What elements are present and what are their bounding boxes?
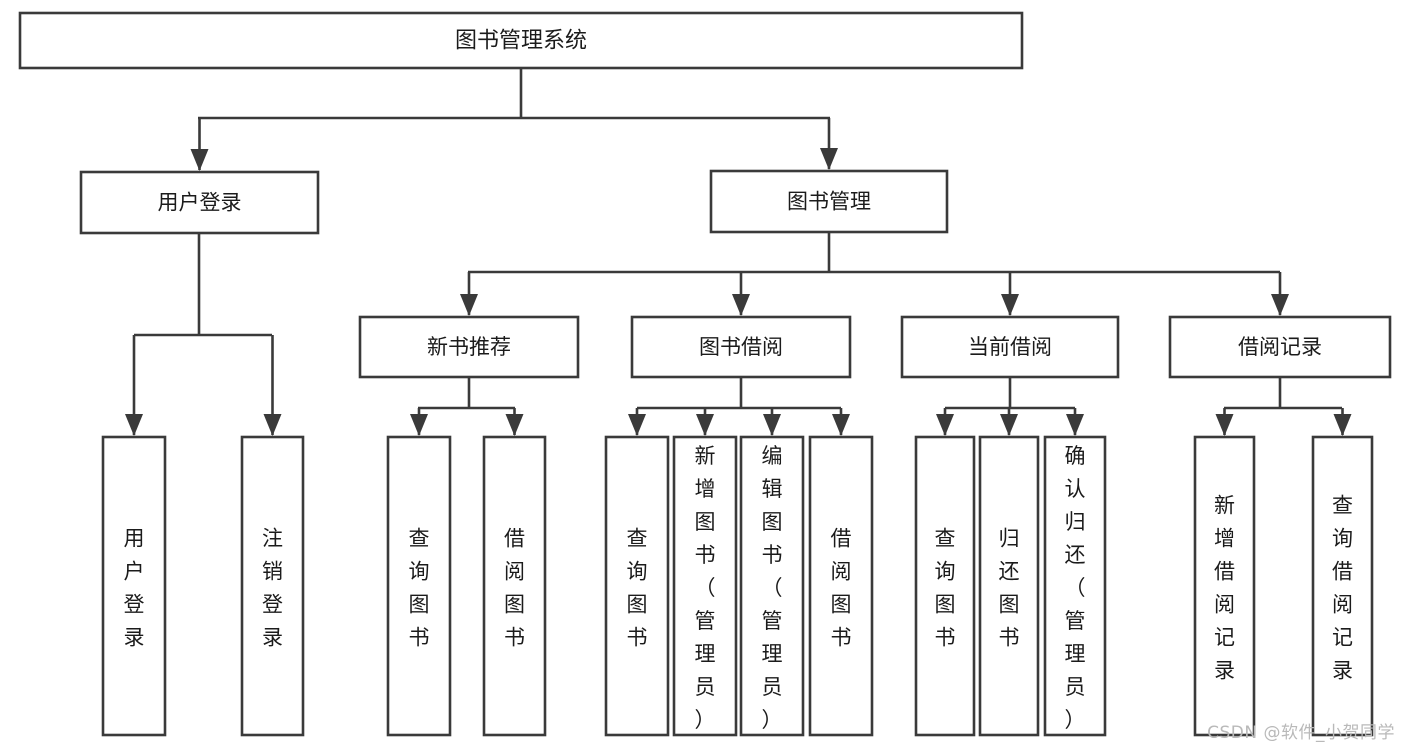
node-box-book-borrow: [630, 315, 852, 379]
records-bus-arrow-1: [1333, 414, 1352, 436]
node-borrow-records[interactable]: 借阅记录: [1168, 315, 1392, 379]
node-current-confirm-return[interactable]: 确认归还（管理员）: [1043, 435, 1107, 737]
node-box-borrow-query-book: [604, 435, 670, 737]
node-new-book-recommend[interactable]: 新书推荐: [358, 315, 580, 379]
node-box-recommend-borrow-book: [482, 435, 547, 737]
node-box-user-login: [79, 170, 320, 235]
node-recommend-query-book[interactable]: 查询图书: [386, 435, 452, 737]
node-label-current-return-book: 归还图书: [999, 527, 1020, 650]
node-label-user-login: 用户登录: [158, 191, 242, 215]
node-borrow-add-book[interactable]: 新增图书（管理员）: [672, 435, 738, 737]
csdn-watermark: CSDN @软件_小贺同学: [1207, 723, 1395, 743]
node-user-login[interactable]: 用户登录: [79, 170, 320, 235]
node-box-borrow-records: [1168, 315, 1392, 379]
node-box-records-query: [1311, 435, 1374, 737]
node-box-current-confirm-return: [1043, 435, 1107, 737]
node-book-borrow[interactable]: 图书借阅: [630, 315, 852, 379]
book-management-bus-arrow-3: [1271, 294, 1289, 316]
node-label-current-confirm-return: 确认归还（管理员）: [1065, 444, 1086, 732]
node-label-recommend-borrow-book: 借阅图书: [504, 527, 525, 650]
node-label-user-logout-leaf: 注销登录: [262, 527, 283, 650]
node-root[interactable]: 图书管理系统: [18, 11, 1024, 70]
node-user-logout-leaf[interactable]: 注销登录: [240, 435, 305, 737]
root-bus-arrow-1: [820, 148, 838, 170]
node-box-records-add: [1193, 435, 1256, 737]
recommend-bus-arrow-0: [410, 414, 428, 436]
node-box-user-logout-leaf: [240, 435, 305, 737]
book-borrow-bus-arrow-3: [832, 414, 850, 436]
connector-layer: [125, 68, 1352, 436]
records-bus-arrow-0: [1215, 414, 1234, 436]
node-label-book-management: 图书管理: [787, 190, 871, 214]
node-label-new-book-recommend: 新书推荐: [427, 335, 511, 359]
node-label-borrow-edit-book: 编辑图书（管理员）: [762, 444, 783, 732]
current-borrow-bus-arrow-1: [1000, 414, 1018, 436]
node-label-records-add: 新增借阅记录: [1214, 494, 1235, 683]
node-layer: 图书管理系统用户登录图书管理用户登录注销登录新书推荐查询图书借阅图书图书借阅查询…: [18, 11, 1392, 737]
node-records-add[interactable]: 新增借阅记录: [1193, 435, 1256, 737]
node-recommend-borrow-book[interactable]: 借阅图书: [482, 435, 547, 737]
node-borrow-edit-book[interactable]: 编辑图书（管理员）: [739, 435, 805, 737]
node-current-query-book[interactable]: 查询图书: [914, 435, 976, 737]
user-login-bus-arrow-0: [125, 414, 143, 436]
book-management-bus-arrow-0: [460, 294, 478, 316]
node-current-return-book[interactable]: 归还图书: [978, 435, 1040, 737]
node-box-user-login-leaf: [101, 435, 167, 737]
node-label-borrow-add-book: 新增图书（管理员）: [695, 444, 716, 732]
node-records-query[interactable]: 查询借阅记录: [1311, 435, 1374, 737]
node-label-borrow-records: 借阅记录: [1238, 335, 1322, 359]
book-management-bus-arrow-2: [1001, 294, 1019, 316]
book-borrow-bus-arrow-1: [696, 414, 714, 436]
node-box-root: [18, 11, 1024, 70]
node-box-current-query-book: [914, 435, 976, 737]
node-label-records-query: 查询借阅记录: [1332, 494, 1353, 683]
node-box-recommend-query-book: [386, 435, 452, 737]
user-login-bus-arrow-1: [263, 414, 282, 436]
node-label-root: 图书管理系统: [455, 29, 587, 54]
node-box-current-return-book: [978, 435, 1040, 737]
node-box-current-borrow: [900, 315, 1120, 379]
node-label-borrow-borrow-book: 借阅图书: [831, 527, 852, 650]
node-borrow-query-book[interactable]: 查询图书: [604, 435, 670, 737]
current-borrow-bus-arrow-0: [936, 414, 954, 436]
node-box-book-management: [709, 169, 949, 234]
node-user-login-leaf[interactable]: 用户登录: [101, 435, 167, 737]
node-borrow-borrow-book[interactable]: 借阅图书: [808, 435, 874, 737]
root-bus-arrow-0: [190, 149, 209, 171]
recommend-bus-arrow-1: [505, 414, 524, 436]
book-borrow-bus-arrow-2: [763, 414, 781, 436]
node-book-management[interactable]: 图书管理: [709, 169, 949, 234]
node-label-borrow-query-book: 查询图书: [627, 527, 648, 650]
node-box-borrow-add-book: [672, 435, 738, 737]
node-box-borrow-borrow-book: [808, 435, 874, 737]
node-label-book-borrow: 图书借阅: [699, 335, 783, 359]
node-label-user-login-leaf: 用户登录: [124, 527, 145, 650]
node-label-current-query-book: 查询图书: [935, 527, 956, 650]
node-label-current-borrow: 当前借阅: [968, 335, 1052, 359]
current-borrow-bus-arrow-2: [1066, 414, 1084, 436]
book-borrow-bus-arrow-0: [628, 414, 646, 436]
book-management-bus-arrow-1: [732, 294, 750, 316]
node-box-borrow-edit-book: [739, 435, 805, 737]
node-box-new-book-recommend: [358, 315, 580, 379]
node-current-borrow[interactable]: 当前借阅: [900, 315, 1120, 379]
node-label-recommend-query-book: 查询图书: [409, 527, 430, 650]
